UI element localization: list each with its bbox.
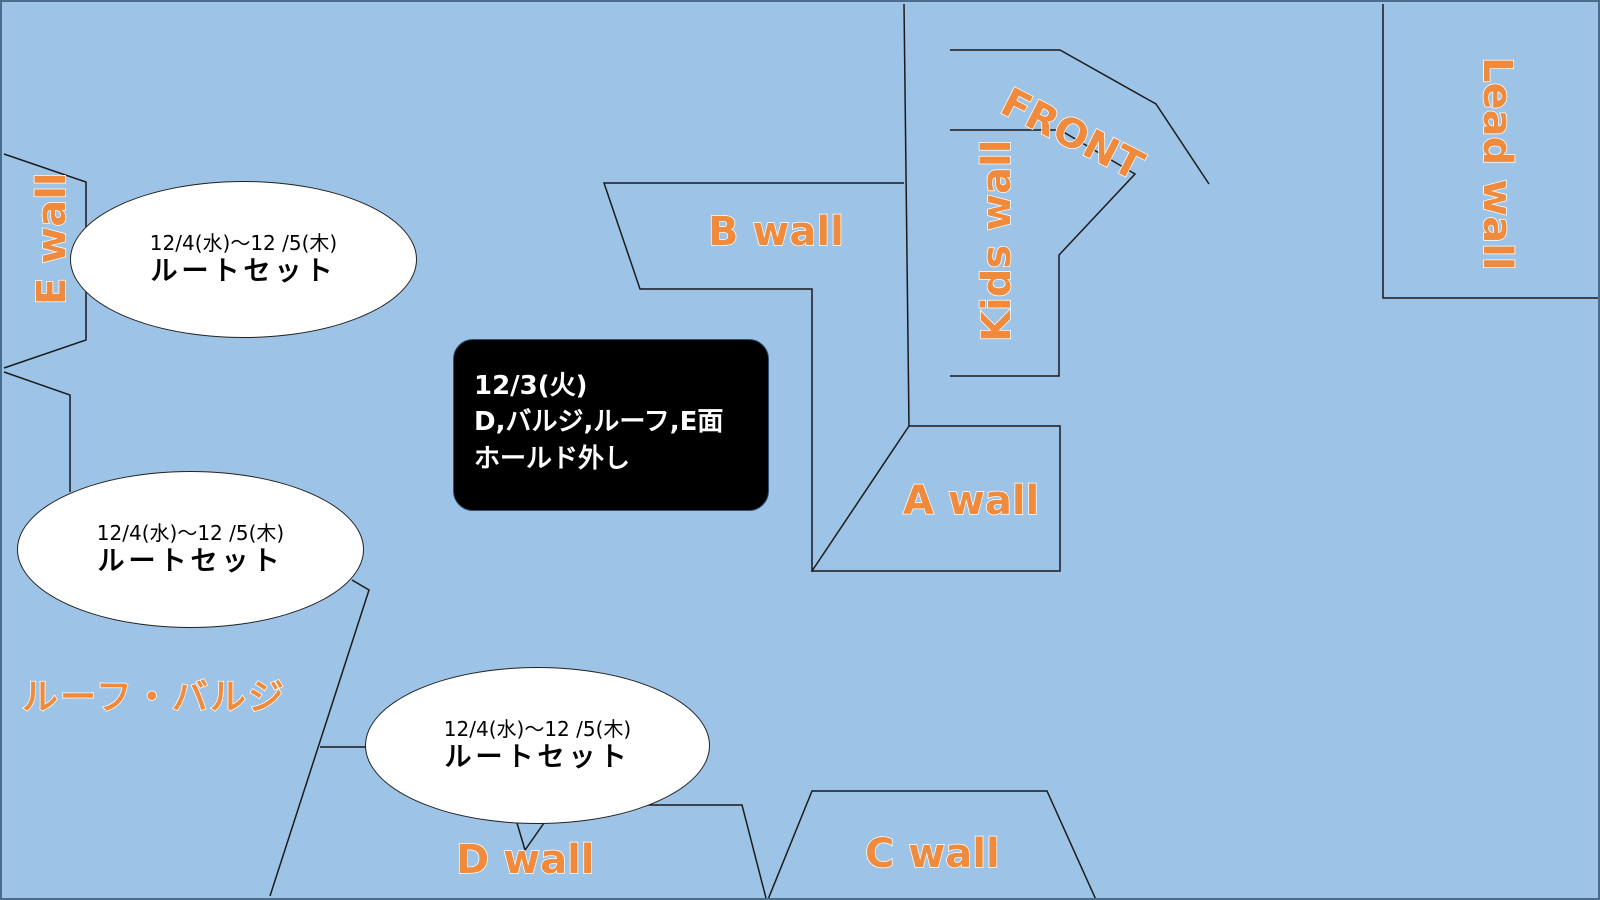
lead-wall-outline	[1382, 4, 1598, 299]
bubble-date: 12/4(水)～12 /5(木)	[96, 521, 285, 546]
notice-date: 12/3(火)	[474, 371, 588, 401]
bubble-task: ルートセット	[97, 546, 284, 578]
a-wall-outline	[810, 425, 1061, 572]
lead-wall-label: Lead wall	[1473, 56, 1521, 271]
bubble-date: 12/4(水)～12 /5(木)	[149, 231, 338, 256]
bubble-task: ルートセット	[444, 742, 631, 774]
d-wall-notch	[516, 822, 545, 852]
notice-areas: D,バルジ,ルーフ,E面	[474, 407, 724, 438]
kids-wall-label: Kids wall	[973, 139, 1021, 343]
d-wall-label: D wall	[455, 837, 595, 883]
e-wall-label: E wall	[28, 172, 76, 306]
notice-action: ホールド外し	[474, 443, 631, 474]
b-wall-outline	[602, 182, 904, 571]
kids-wall-outline	[950, 129, 1137, 377]
bubble-date: 12/4(水)～12 /5(木)	[443, 717, 632, 742]
front-wall-outline	[950, 49, 1210, 185]
center-divider	[903, 3, 910, 427]
roof-bulge-label: ルーフ・バルジ	[21, 677, 286, 718]
c-wall-label: C wall	[864, 831, 1000, 877]
a-wall-label: A wall	[902, 478, 1040, 524]
d-wall-right-outline	[647, 804, 767, 898]
route-set-bubble-mid: 12/4(水)～12 /5(木) ルートセット	[17, 471, 364, 628]
bubble-task: ルートセット	[150, 256, 337, 288]
c-wall-outline	[767, 790, 1097, 898]
route-set-bubble-bottom: 12/4(水)～12 /5(木) ルートセット	[365, 667, 710, 824]
d-wall-left-outline	[269, 579, 370, 897]
route-set-bubble-top: 12/4(水)～12 /5(木) ルートセット	[70, 181, 417, 338]
hold-removal-notice: 12/3(火) D,バルジ,ルーフ,E面 ホールド外し	[453, 339, 769, 511]
b-wall-label: B wall	[707, 209, 844, 255]
roof-bulge-outline	[3, 371, 71, 492]
